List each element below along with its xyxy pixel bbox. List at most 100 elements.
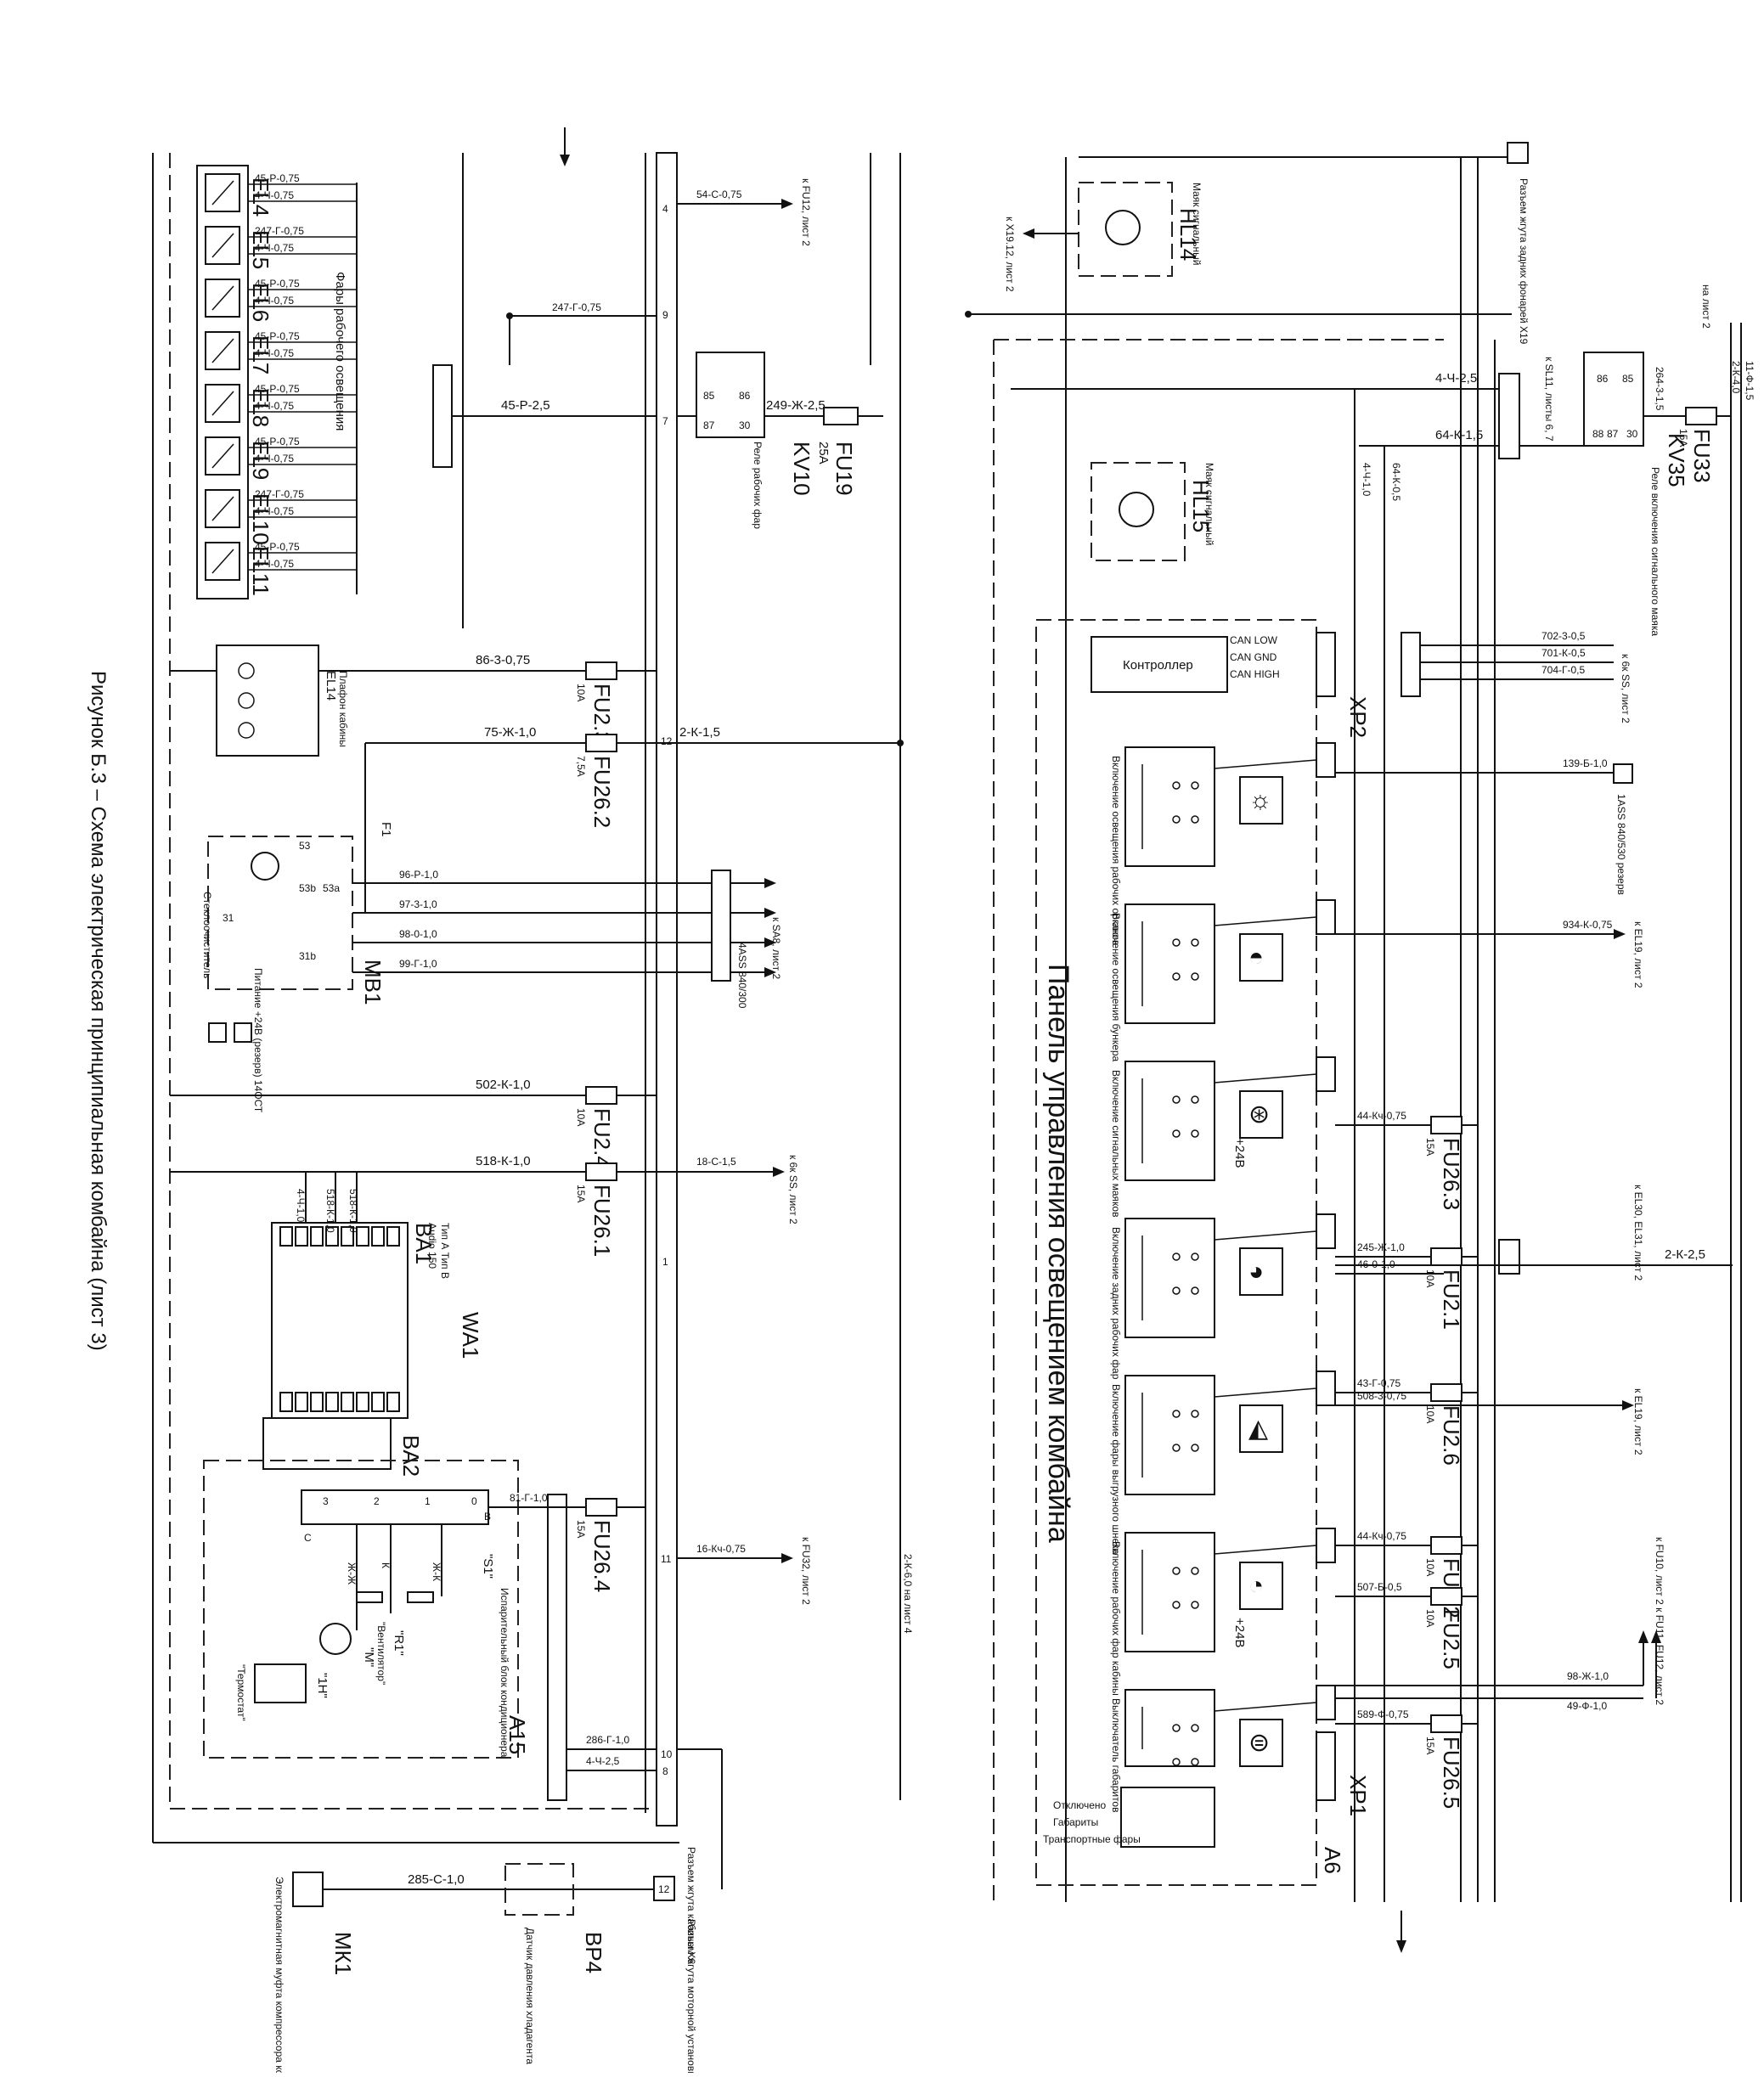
switch-contact	[1191, 1444, 1199, 1452]
fu24-label: FU2.4	[589, 1108, 615, 1168]
xp1-connector	[1316, 1731, 1336, 1801]
ac-wire-label-1: Ж-Ж	[346, 1562, 358, 1584]
sheet2-wire-2: 11-Ф-1,5	[1744, 361, 1756, 401]
lamp-wire-label: 45-Р-0,75	[255, 172, 300, 184]
reserve-pin	[1613, 763, 1633, 784]
kv35-caption: Реле включения сигнального маяка	[1649, 467, 1661, 636]
switch-connector	[1316, 1213, 1336, 1249]
radio-pin-a	[325, 1226, 339, 1247]
fu24-rating: 10А	[575, 1108, 587, 1126]
fuse-fu2.2	[1430, 1536, 1462, 1555]
sheet2-note: на лист 2	[1700, 284, 1712, 329]
radio-pin-b	[325, 1392, 339, 1412]
switch-icon: ⊜	[1248, 1729, 1270, 1757]
sensor-bp4	[504, 1863, 574, 1916]
reserve-caption: 1ASS 840/530 резерв	[1615, 794, 1627, 895]
wiper-wire-label: 98-0-1,0	[399, 928, 437, 940]
mk1-label: МК1	[330, 1932, 356, 1975]
lamp-label: EL8	[248, 388, 273, 427]
fu261-rating: 15А	[575, 1185, 587, 1202]
fuse-fu33	[1685, 407, 1717, 425]
fuse-wire-label: 44-Кч-0,75	[1357, 1530, 1406, 1542]
radio-in-1: 4-Ч-1,0	[295, 1189, 307, 1223]
ac-thermo-caption: "Термостат"	[235, 1664, 247, 1721]
radio-pin-b	[310, 1392, 324, 1412]
switch-contact	[1191, 1252, 1199, 1261]
bus-pin-7: 7	[662, 415, 668, 427]
wiper-arrow	[764, 937, 776, 948]
lamp-wire-label: 45-Р-0,75	[255, 278, 300, 290]
switches-column: ☼Включение освещения рабочих органов◓Вкл…	[1110, 742, 1336, 1812]
work-lamp-el10	[205, 489, 240, 528]
switch-connector	[1316, 1056, 1336, 1092]
x19-pin	[1507, 142, 1529, 164]
kv35-pin-87: 87	[1607, 428, 1619, 440]
switch-contact	[1191, 1410, 1199, 1418]
x19-dest: к X19.12, лист 2	[1004, 217, 1016, 292]
bp4-caption: Датчик давления хладагента	[524, 1928, 536, 2064]
wiper-arrow	[764, 878, 776, 888]
fuse-wire-label: 507-Б-0,5	[1357, 1581, 1402, 1593]
lamp-wire-label: 45-Р-0,75	[255, 541, 300, 553]
fuse-rating: 15А	[1424, 1736, 1436, 1754]
radio-pin-a	[310, 1226, 324, 1247]
fuse-label: FU2.5	[1439, 1609, 1464, 1669]
switch-body[interactable]	[1124, 1532, 1215, 1652]
el14-label: EL14	[324, 671, 338, 701]
dest-fu12: к FU12, лист 2	[800, 178, 812, 246]
fu33-label: FU33	[1689, 429, 1715, 483]
radio-in-2: 518-К-1,0	[324, 1189, 336, 1233]
radio-dest: к 6к SS, лист 2	[787, 1155, 799, 1224]
junction-2k	[897, 740, 904, 746]
radio-pins	[279, 1226, 400, 1412]
switch-body[interactable]	[1124, 1375, 1215, 1495]
switch-caption: Включение фары выгрузного шнека	[1110, 1384, 1122, 1555]
v24-bottom: +24В	[1232, 1618, 1247, 1647]
wire-label-934: 934-К-0,75	[1563, 919, 1613, 931]
control-panel-a6	[1035, 619, 1317, 1886]
can-gnd: CAN GND	[1230, 651, 1277, 663]
lamp-wire-label: 247-Г-0,75	[255, 488, 304, 500]
switch-body[interactable]	[1124, 1061, 1215, 1181]
wire-label-502: 502-К-1,0	[476, 1078, 531, 1092]
wire-label-247: 247-Г-0,75	[552, 301, 601, 313]
wire-label-86-3: 86-3-0,75	[476, 653, 530, 667]
fuse-rating: 10А	[1424, 1558, 1436, 1576]
right-connector-mid	[1498, 1239, 1520, 1275]
wire-label-285: 285-С-1,0	[408, 1872, 465, 1887]
switch-icon: ☼	[1248, 786, 1272, 814]
relay-kv10	[696, 352, 765, 438]
controller-label: Контроллер	[1123, 658, 1193, 673]
right-fuses: 44-Кч-0,75FU26.315А245-Ж-1,0FU2.110А43-Г…	[1335, 1110, 1478, 1809]
ac-pos-c: С	[304, 1532, 312, 1544]
bus-pin-4: 4	[662, 203, 668, 215]
fuse-rating: 10А	[1424, 1269, 1436, 1287]
fuse-fu19	[823, 407, 859, 425]
fu32-dest: к FU32, лист 2	[800, 1537, 812, 1605]
beacon-hl14-icon	[1105, 210, 1141, 245]
radio-pin-b	[341, 1392, 354, 1412]
can-high: CAN HIGH	[1230, 668, 1280, 680]
gab-g: Габариты	[1053, 1816, 1098, 1828]
el14-caption: Плафон кабины	[337, 671, 349, 747]
switch-wire	[1214, 1702, 1317, 1712]
ba2-label: BA2	[398, 1435, 424, 1477]
lamp-icon-2	[238, 692, 255, 709]
switch-icon-frame	[1239, 1090, 1283, 1139]
wire-label-508: 508-3-0,75	[1357, 1390, 1406, 1402]
ac-block-a15	[203, 1460, 519, 1759]
fuse-label: FU2.1	[1439, 1269, 1464, 1330]
lamp-label: EL4	[248, 177, 273, 217]
switch-contact	[1191, 1567, 1199, 1575]
wiper-connector	[711, 870, 731, 982]
switch-body[interactable]	[1124, 903, 1215, 1024]
switch-body[interactable]	[1124, 1218, 1215, 1338]
fu19-rating: 25А	[816, 442, 831, 464]
gab-t: Транспортные фары	[1043, 1833, 1141, 1845]
lamp-label: EL6	[248, 283, 273, 322]
switch-body[interactable]	[1124, 746, 1215, 867]
switch-icon-frame	[1239, 1562, 1283, 1610]
xp2-connector	[1316, 632, 1336, 697]
kv35-pin-30: 30	[1626, 428, 1638, 440]
switch-body[interactable]	[1124, 1689, 1215, 1767]
